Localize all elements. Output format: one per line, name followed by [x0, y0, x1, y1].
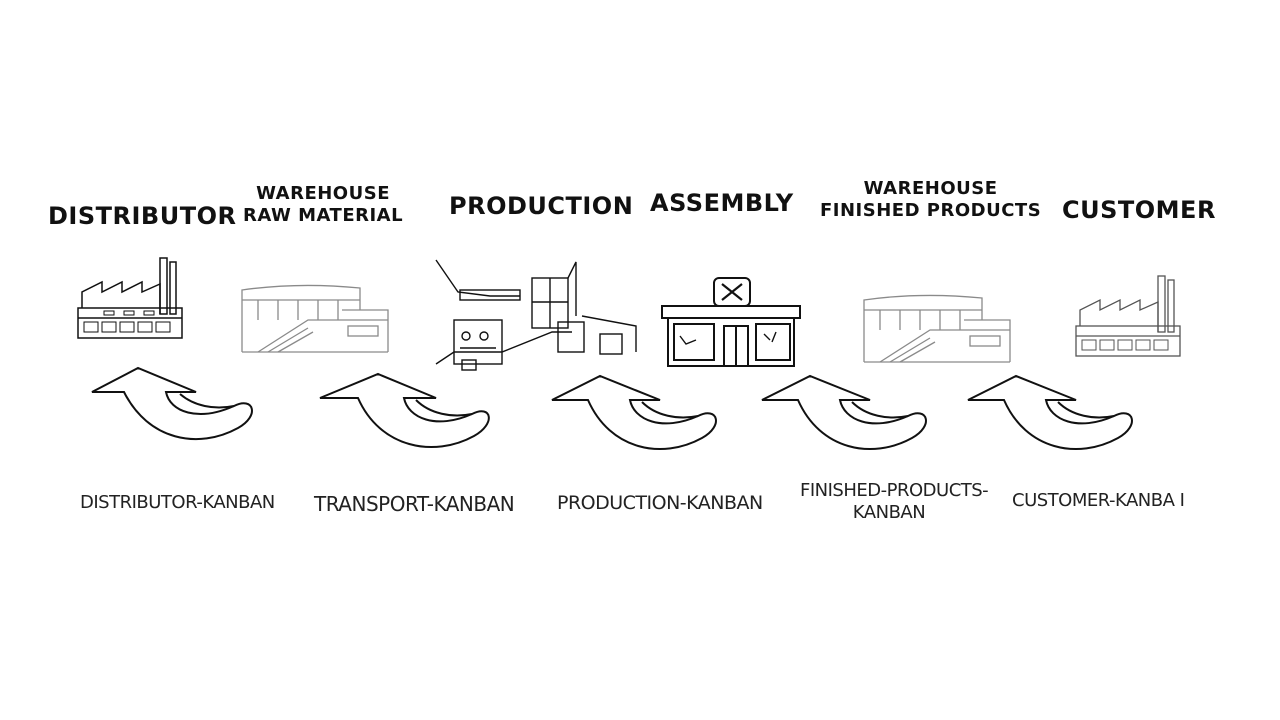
production-line-icon	[435, 259, 637, 371]
factory-icon	[77, 257, 183, 339]
stage-title-assembly: ASSEMBLY	[650, 189, 794, 218]
kanban-label-line: DISTRIBUTOR-KANBAN	[80, 492, 275, 513]
stage-title-line: FINISHED PRODUCTS	[820, 199, 1042, 221]
warehouse-icon	[863, 294, 1011, 363]
kanban-label-transport: TRANSPORT-KANBAN	[314, 492, 515, 516]
workshop-icon	[661, 277, 801, 367]
stage-title-line: ASSEMBLY	[650, 189, 794, 217]
warehouse-icon	[241, 284, 389, 353]
stage-title-line: PRODUCTION	[449, 192, 634, 220]
curved-arrow-icon	[967, 374, 1133, 450]
stage-title-warehouse-finished-products: WAREHOUSE FINISHED PRODUCTS	[820, 178, 1041, 221]
stage-title-line: DISTRIBUTOR	[48, 202, 237, 230]
stage-title-production: PRODUCTION	[449, 192, 633, 221]
stage-title-warehouse-raw-material: WAREHOUSE RAW MATERIAL	[243, 183, 403, 226]
curved-arrow-icon	[91, 366, 253, 441]
stage-title-distributor: DISTRIBUTOR	[48, 202, 236, 231]
stage-title-line: CUSTOMER	[1062, 196, 1216, 224]
stage-title-customer: CUSTOMER	[1062, 196, 1216, 225]
stage-title-line: WAREHOUSE	[863, 178, 998, 199]
curved-arrow-icon	[551, 374, 717, 450]
kanban-label-line: CUSTOMER-KANBA I	[1012, 490, 1185, 511]
kanban-label-line: FINISHED-PRODUCTS-	[800, 480, 989, 501]
stage-title-line: RAW MATERIAL	[243, 204, 404, 226]
kanban-label-distributor: DISTRIBUTOR-KANBAN	[80, 492, 275, 514]
curved-arrow-icon	[319, 372, 490, 448]
kanban-label-production: PRODUCTION-KANBAN	[557, 492, 763, 515]
kanban-label-line: TRANSPORT-KANBAN	[314, 492, 515, 516]
kanban-label-customer: CUSTOMER-KANBA I	[1012, 490, 1185, 512]
stage-title-line: WAREHOUSE	[256, 183, 390, 204]
kanban-label-line: KANBAN	[852, 501, 926, 523]
kanban-label-line: PRODUCTION-KANBAN	[557, 492, 763, 514]
factory-icon	[1075, 275, 1181, 357]
kanban-label-finished-products: FINISHED-PRODUCTS- KANBAN	[800, 480, 989, 523]
curved-arrow-icon	[761, 374, 927, 450]
